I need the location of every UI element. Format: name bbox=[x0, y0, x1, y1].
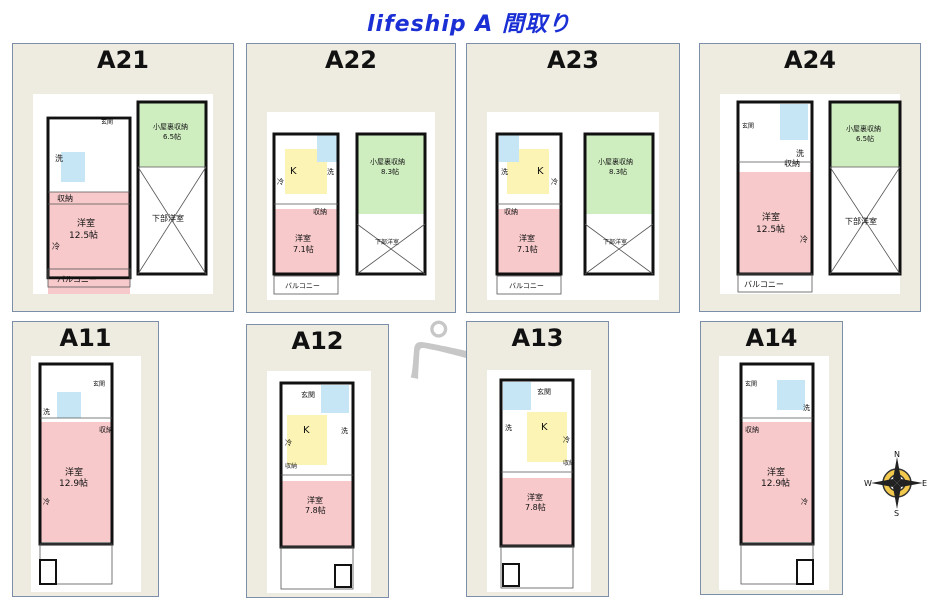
compass-north: N bbox=[894, 450, 900, 459]
room-wash-text: 洗 bbox=[803, 403, 810, 412]
unit-label: A21 bbox=[97, 46, 149, 74]
room-main-text: 洋室 bbox=[767, 466, 785, 478]
compass-icon: N S W E bbox=[864, 450, 930, 520]
unit-label: A23 bbox=[547, 46, 599, 74]
room-wash-text: 洗 bbox=[501, 167, 508, 176]
loft-text: 小屋裏収納 bbox=[370, 157, 405, 166]
unit-a21[interactable]: A21 洗 収納 玄関 洋室 12.5帖 冷 バルコニー 小屋裏収納 6.5帖 … bbox=[12, 43, 234, 312]
room-main-text: 洋室 bbox=[762, 211, 780, 223]
room-main-text: 洋室 bbox=[65, 466, 83, 478]
room-entrance-text: 玄関 bbox=[742, 122, 754, 130]
room-main-text: 洋室 bbox=[295, 233, 311, 243]
room-fridge-text: 冷 bbox=[43, 497, 50, 506]
room-fridge-text: 冷 bbox=[551, 177, 558, 186]
room-main-size-text: 12.5帖 bbox=[69, 229, 98, 241]
room-wash-text: 洗 bbox=[341, 426, 348, 435]
compass-east: E bbox=[922, 479, 927, 488]
floorplan-a13: 玄関 K 洗 冷 収納 洋室 7.8帖 bbox=[487, 370, 591, 592]
floorplan-a23: K 冷 洗 収納 洋室 7.1帖 バルコニー 小屋裏収納 8.3帖 下部洋室 bbox=[487, 112, 659, 300]
floorplan-a11: 洗 玄関 収納 洋室 12.9帖 冷 bbox=[31, 356, 141, 592]
lower-room-text: 下部洋室 bbox=[375, 238, 399, 246]
room-storage-text: 収納 bbox=[504, 207, 518, 216]
room-fridge-text: 冷 bbox=[801, 497, 808, 506]
loft-text: 小屋裏収納 bbox=[846, 124, 881, 133]
room-main-text: 洋室 bbox=[307, 495, 323, 505]
room-fridge-text: 冷 bbox=[800, 234, 808, 244]
balcony-text: バルコニー bbox=[509, 282, 544, 290]
balcony-text: バルコニー bbox=[57, 275, 97, 284]
floorplan-a12: 玄関 K 洗 冷 収納 洋室 7.8帖 bbox=[267, 371, 371, 593]
unit-a24[interactable]: A24 洗 収納 玄関 洋室 12.5帖 冷 バルコニー 小屋裏収納 6.5帖 … bbox=[699, 43, 921, 312]
room-wash-text: 洗 bbox=[505, 423, 512, 432]
room-main-size-text: 7.1帖 bbox=[517, 244, 538, 254]
room-main-text: 洋室 bbox=[77, 217, 95, 229]
kitchen-text: K bbox=[290, 166, 297, 177]
room-entrance-text: 玄関 bbox=[745, 380, 757, 388]
room-wash-text: 洗 bbox=[55, 153, 63, 163]
floorplan-a24: 洗 収納 玄関 洋室 12.5帖 冷 バルコニー 小屋裏収納 6.5帖 下部洋室 bbox=[720, 94, 902, 294]
room-storage-text: 収納 bbox=[99, 425, 113, 434]
room-storage-text: 収納 bbox=[285, 462, 297, 470]
room-wash-text: 洗 bbox=[43, 407, 50, 416]
loft-size-text: 6.5帖 bbox=[163, 132, 181, 141]
floorplan-a22: K 冷 洗 収納 洋室 7.1帖 バルコニー 小屋裏収納 8.3帖 下部洋室 bbox=[267, 112, 435, 300]
kitchen-text: K bbox=[537, 166, 544, 177]
balcony-text: バルコニー bbox=[285, 282, 320, 290]
room-main-size-text: 7.8帖 bbox=[525, 502, 546, 512]
room-fridge-text: 冷 bbox=[285, 438, 292, 447]
floorplan-a14: 洗 玄関 収納 洋室 12.9帖 冷 bbox=[719, 356, 829, 590]
room-entrance-text: 玄関 bbox=[537, 387, 551, 396]
loft-size-text: 8.3帖 bbox=[609, 167, 627, 176]
room-main-size-text: 12.5帖 bbox=[756, 223, 785, 235]
room-main-size-text: 7.1帖 bbox=[293, 244, 314, 254]
room-wash-text: 洗 bbox=[796, 148, 804, 158]
room-main-text: 洋室 bbox=[519, 233, 535, 243]
room-storage-text: 収納 bbox=[563, 459, 575, 467]
unit-label: A14 bbox=[745, 324, 798, 352]
room-entrance-text: 玄関 bbox=[301, 390, 315, 399]
loft-text: 小屋裏収納 bbox=[598, 157, 633, 166]
room-fridge-text: 冷 bbox=[52, 241, 60, 251]
compass-west: W bbox=[864, 479, 872, 488]
unit-a13[interactable]: A13 玄関 K 洗 冷 収納 洋室 7.8帖 bbox=[466, 321, 609, 597]
unit-label: A11 bbox=[59, 324, 112, 352]
unit-label: A12 bbox=[291, 327, 344, 355]
unit-label: A24 bbox=[784, 46, 836, 74]
loft-text: 小屋裏収納 bbox=[153, 122, 188, 131]
room-fridge-text: 冷 bbox=[277, 177, 284, 186]
unit-a23[interactable]: A23 K 冷 洗 収納 洋室 7.1帖 バルコニー 小屋裏収納 8.3帖 下部… bbox=[466, 43, 680, 313]
compass-south: S bbox=[894, 509, 899, 516]
kitchen-text: K bbox=[303, 425, 310, 436]
room-fridge-text: 冷 bbox=[563, 435, 570, 444]
room-main-size-text: 7.8帖 bbox=[305, 505, 326, 515]
room-storage-text: 収納 bbox=[745, 425, 759, 434]
lower-room-text: 下部洋室 bbox=[603, 238, 627, 246]
floorplan-a21: 洗 収納 玄関 洋室 12.5帖 冷 バルコニー 小屋裏収納 6.5帖 下部洋室 bbox=[33, 94, 213, 294]
room-storage-text: 収納 bbox=[784, 158, 800, 168]
room-main-text: 洋室 bbox=[527, 492, 543, 502]
lower-room-text: 下部洋室 bbox=[845, 216, 877, 226]
unit-a11[interactable]: A11 洗 玄関 収納 洋室 12.9帖 冷 bbox=[12, 321, 159, 597]
loft-size-text: 8.3帖 bbox=[381, 167, 399, 176]
unit-label: A13 bbox=[511, 324, 564, 352]
room-main-size-text: 12.9帖 bbox=[761, 477, 790, 489]
room-entrance-text: 玄関 bbox=[101, 118, 113, 126]
loft-size-text: 6.5帖 bbox=[856, 134, 874, 143]
kitchen-text: K bbox=[541, 422, 548, 433]
unit-a12[interactable]: A12 玄関 K 洗 冷 収納 洋室 7.8帖 bbox=[246, 324, 389, 598]
room-storage-text: 収納 bbox=[57, 193, 73, 203]
lower-room-text: 下部洋室 bbox=[152, 213, 184, 223]
unit-label: A22 bbox=[325, 46, 377, 74]
room-entrance-text: 玄関 bbox=[93, 380, 105, 388]
balcony-text: バルコニー bbox=[744, 280, 784, 289]
room-main-size-text: 12.9帖 bbox=[59, 477, 88, 489]
room-storage-text: 収納 bbox=[313, 207, 327, 216]
room-wash-text: 洗 bbox=[327, 167, 334, 176]
unit-a14[interactable]: A14 洗 玄関 収納 洋室 12.9帖 冷 bbox=[700, 321, 843, 595]
unit-a22[interactable]: A22 K 冷 洗 収納 洋室 7.1帖 バルコニー 小屋裏収納 8.3帖 下部… bbox=[246, 43, 456, 313]
page-title: lifeship A 間取り bbox=[367, 12, 571, 37]
